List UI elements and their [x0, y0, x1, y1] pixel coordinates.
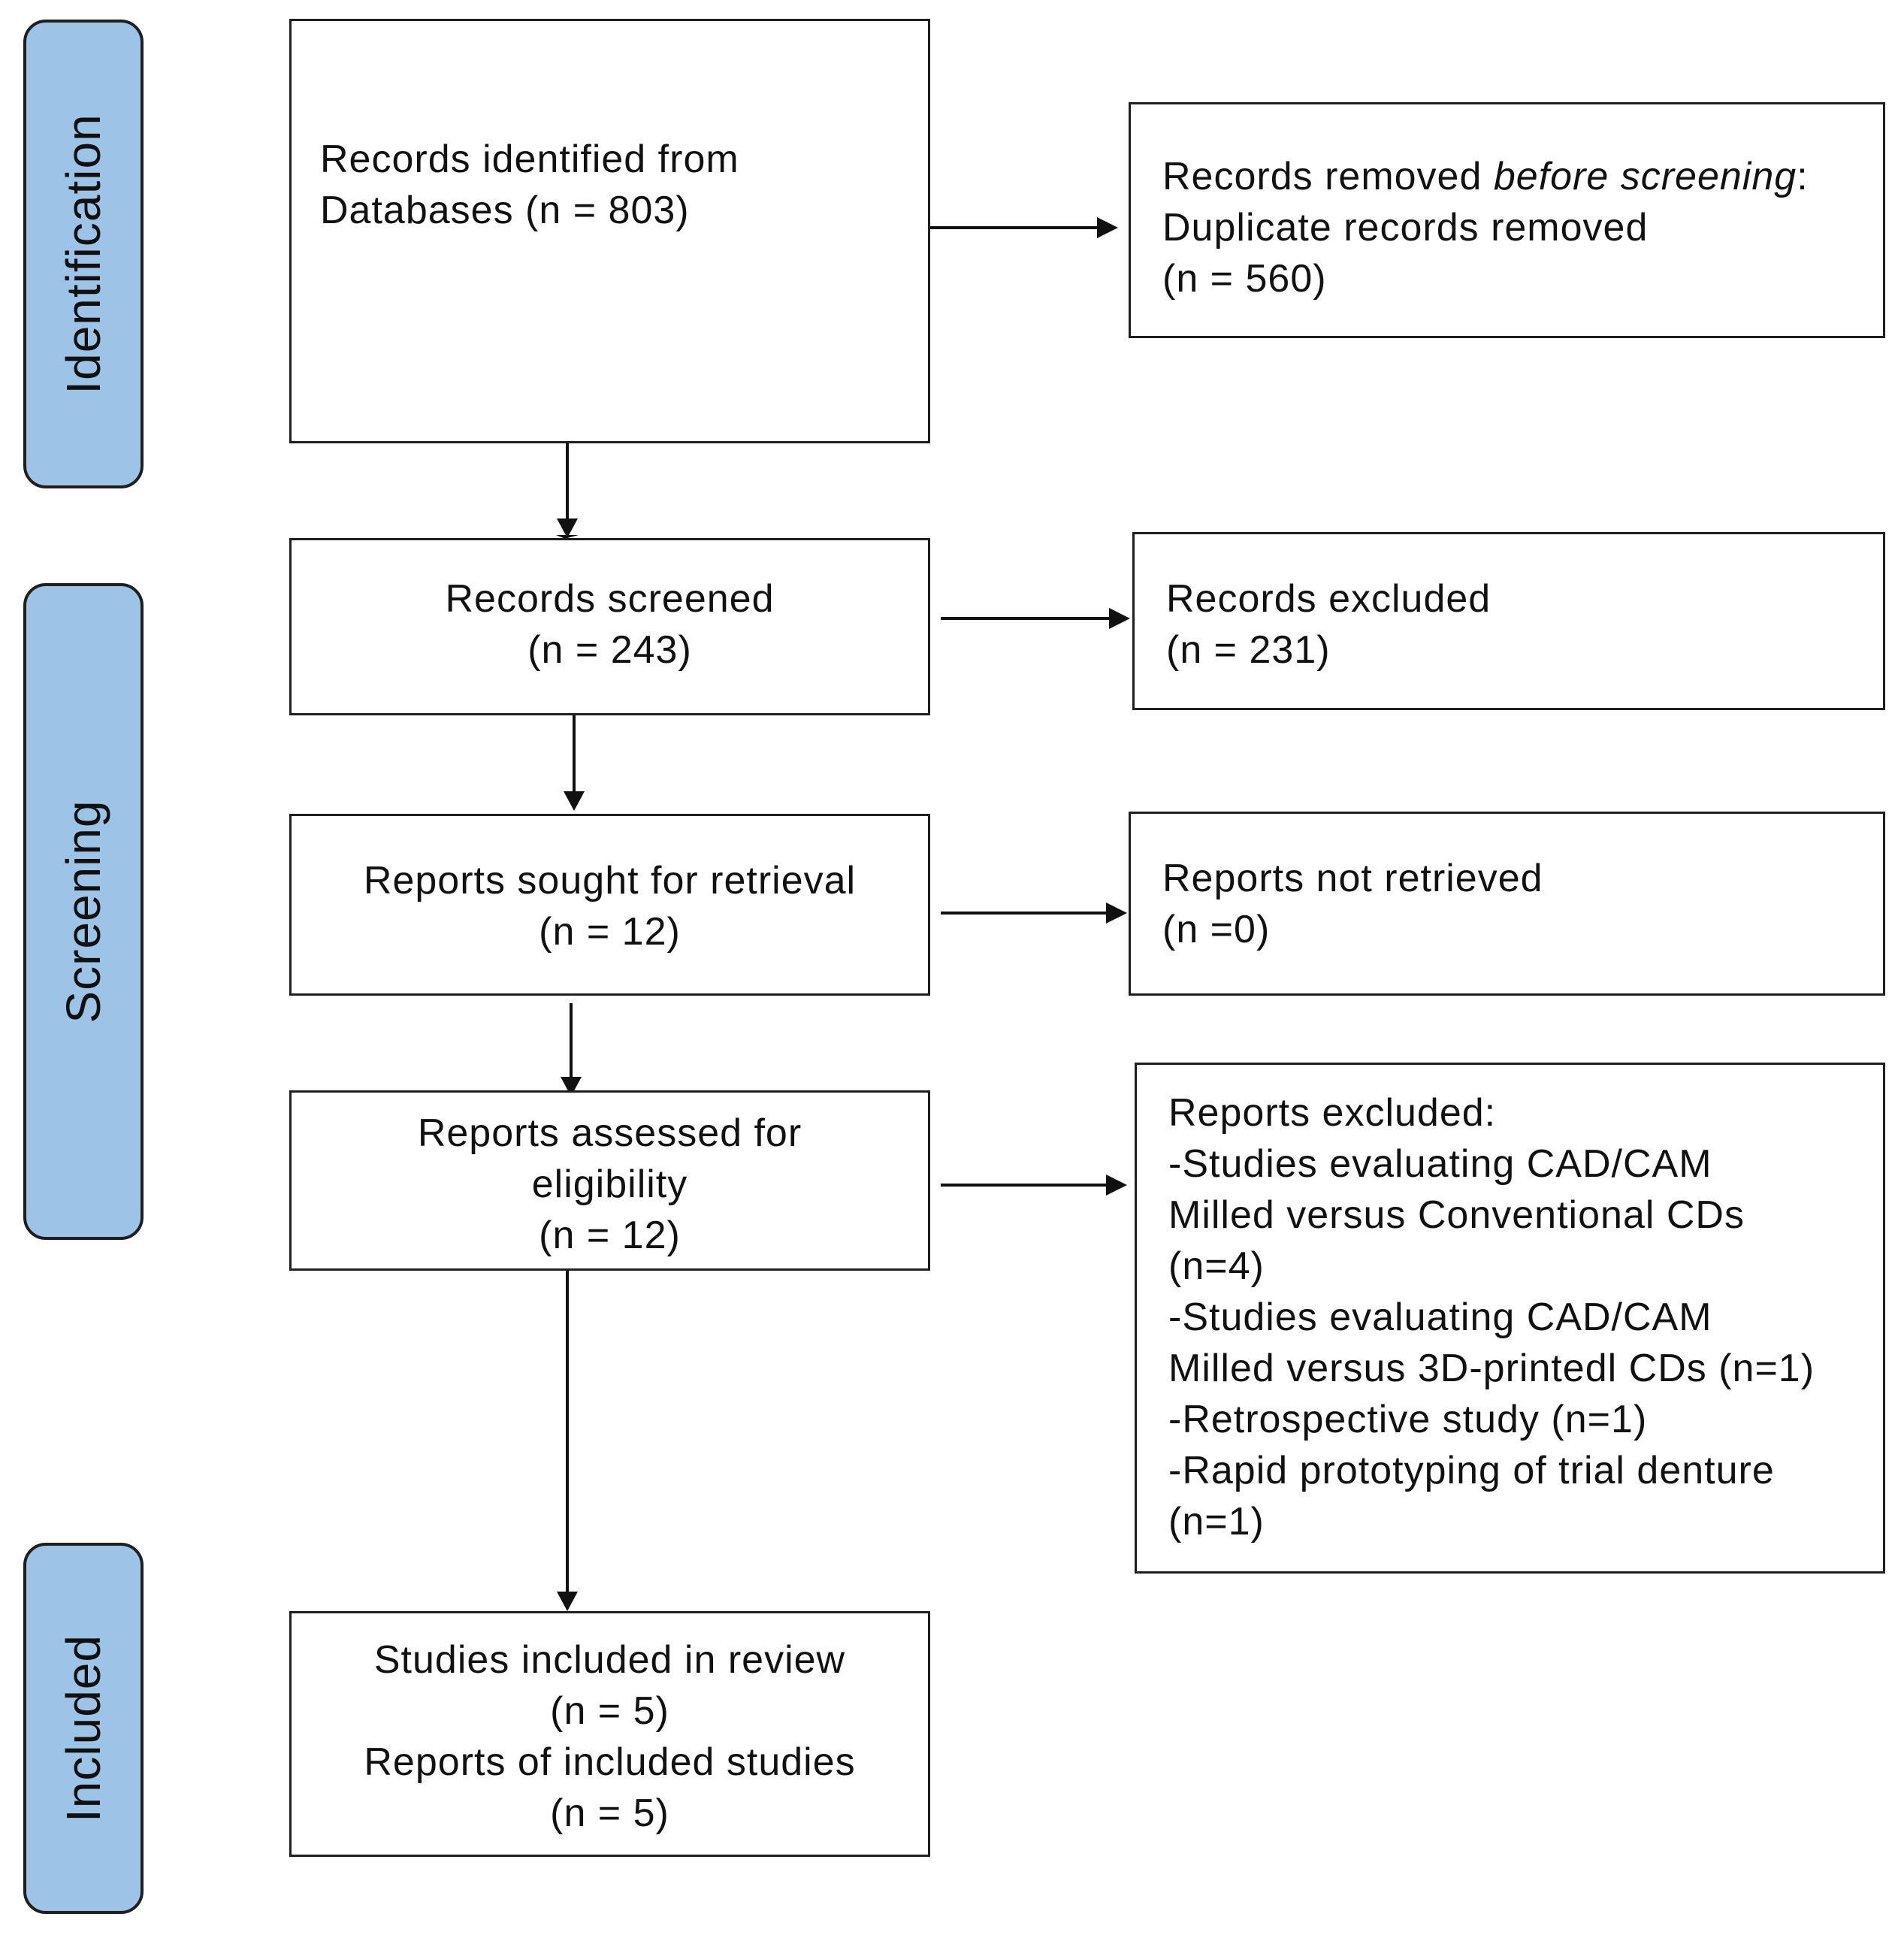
stage-included: Included: [23, 1543, 144, 1914]
arrowhead-screened-to-sought: [564, 791, 585, 811]
reports-excluded-line-3: (n=4): [1168, 1244, 1265, 1288]
studies-included-line1: Studies included in review: [373, 1638, 846, 1682]
records-removed-line1-c: :: [1797, 155, 1809, 198]
box-reports-not-retrieved: Reports not retrieved (n =0): [1129, 812, 1885, 996]
reports-assessed-line3: (n = 12): [539, 1214, 681, 1257]
arrowhead-assessed-to-included: [557, 1592, 578, 1611]
records-identified-line1: Records identified from: [320, 138, 739, 181]
reports-not-retrieved-line1: Reports not retrieved: [1162, 857, 1543, 900]
box-reports-assessed: Reports assessed for eligibility (n = 12…: [289, 1090, 930, 1271]
reports-assessed-line1: Reports assessed for: [417, 1111, 802, 1155]
box-records-excluded: Records excluded (n = 231): [1132, 532, 1885, 710]
records-excluded-line1: Records excluded: [1166, 577, 1491, 621]
reports-sought-line1: Reports sought for retrieval: [363, 859, 857, 902]
box-records-screened: Records screened (n = 243): [289, 538, 930, 715]
arrowhead-sought-to-not-retrieved: [1106, 902, 1127, 924]
reports-excluded-line-0: Reports excluded:: [1168, 1091, 1497, 1135]
records-removed-line1-b: before screening: [1493, 155, 1797, 198]
box-reports-sought: Reports sought for retrieval (n = 12): [289, 814, 930, 996]
reports-excluded-line-8: (n=1): [1168, 1500, 1265, 1543]
box-records-identified: Records identified from Databases (n = 8…: [289, 19, 930, 443]
box-studies-included: Studies included in review (n = 5) Repor…: [289, 1611, 930, 1857]
stage-identification: Identification: [23, 20, 144, 488]
records-screened-line2: (n = 243): [527, 628, 692, 672]
arrowhead-sought-to-assessed: [561, 1077, 582, 1096]
reports-sought-line2: (n = 12): [539, 910, 681, 954]
arrowhead-screened-to-excluded: [1109, 608, 1130, 629]
reports-assessed-line2: eligibility: [531, 1162, 688, 1206]
records-screened-line1: Records screened: [445, 577, 775, 621]
reports-excluded-line-1: -Studies evaluating CAD/CAM: [1168, 1142, 1712, 1186]
stage-screening: Screening: [23, 583, 144, 1240]
arrowhead-assessed-to-reports-excluded: [1106, 1175, 1127, 1196]
records-removed-line1-a: Records removed: [1162, 155, 1494, 198]
records-excluded-line2: (n = 231): [1166, 628, 1331, 672]
studies-included-line3: Reports of included studies: [364, 1740, 856, 1784]
reports-excluded-line-6: -Retrospective study (n=1): [1168, 1398, 1648, 1441]
arrowhead-identified-to-removed: [1097, 217, 1118, 238]
records-removed-line1: Records removed before screening:: [1162, 151, 1883, 202]
studies-included-line4: (n = 5): [550, 1791, 669, 1835]
reports-excluded-line-2: Milled versus Conventional CDs: [1168, 1193, 1745, 1237]
studies-included-line2: (n = 5): [550, 1689, 669, 1733]
reports-excluded-line-5: Milled versus 3D-printedl CDs (n=1): [1168, 1347, 1815, 1390]
reports-excluded-line-4: -Studies evaluating CAD/CAM: [1168, 1296, 1712, 1339]
records-removed-line3: (n = 560): [1162, 257, 1327, 301]
box-records-removed: Records removed before screening: Duplic…: [1129, 102, 1885, 338]
arrowhead-identified-to-screened: [557, 519, 578, 538]
box-reports-excluded: Reports excluded: -Studies evaluating CA…: [1135, 1063, 1885, 1574]
reports-not-retrieved-line2: (n =0): [1162, 908, 1271, 951]
records-removed-line2: Duplicate records removed: [1162, 206, 1649, 249]
reports-excluded-line-7: -Rapid prototyping of trial denture: [1168, 1449, 1775, 1492]
records-identified-line2: Databases (n = 803): [320, 189, 690, 232]
